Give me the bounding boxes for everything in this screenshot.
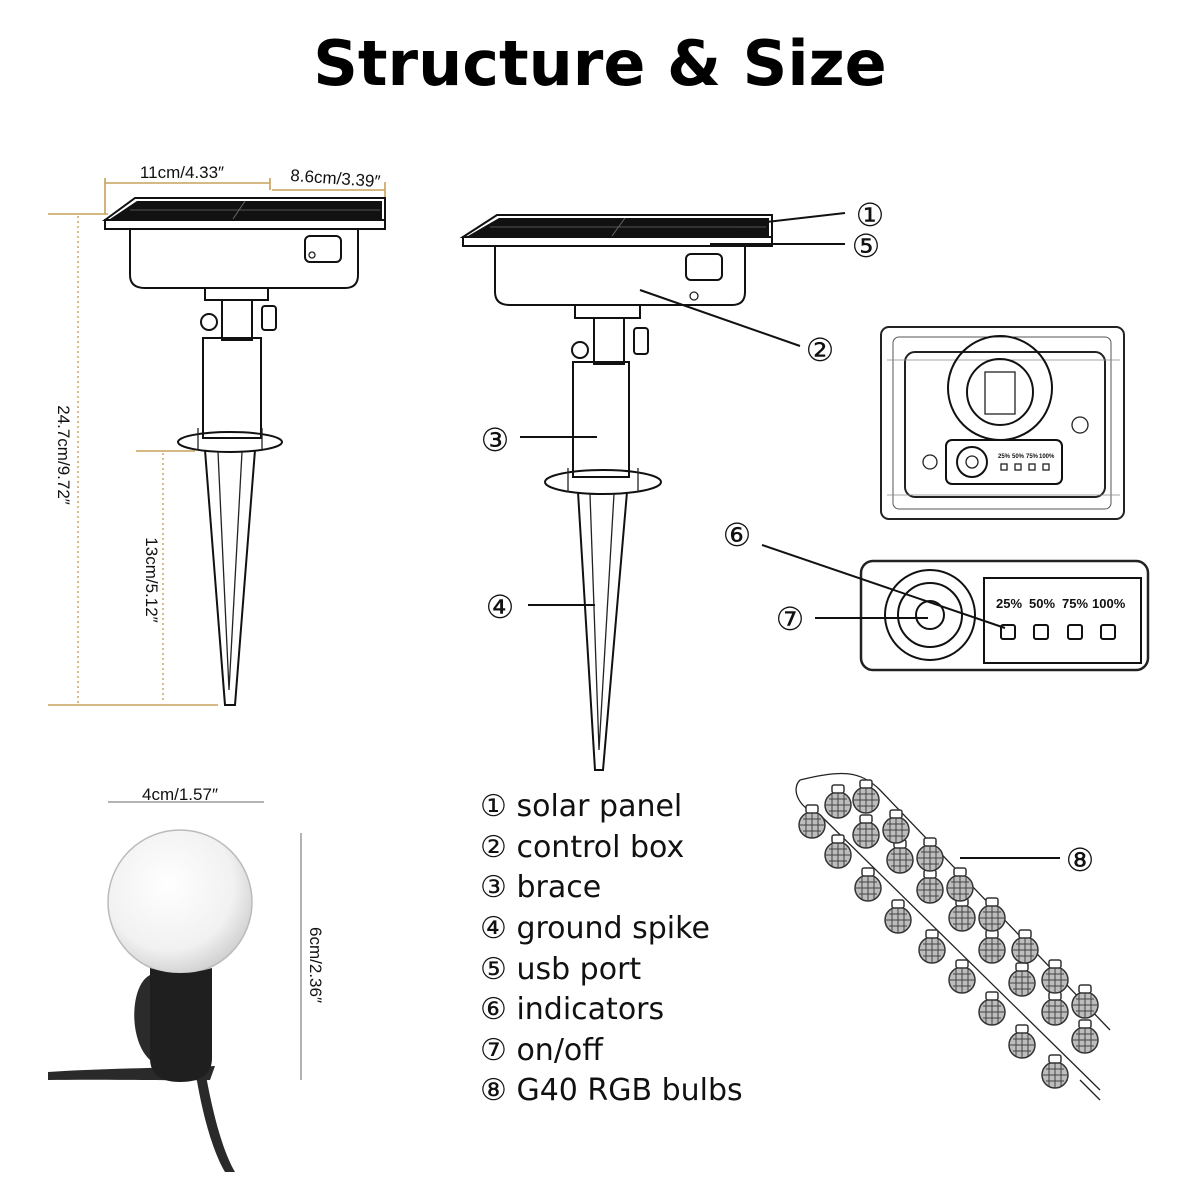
callout-6: ⑥: [723, 516, 752, 554]
underside-indicator-75: 75%: [1026, 454, 1039, 460]
legend-item-7: ⑦ on/off: [480, 1033, 604, 1068]
callout-7: ⑦: [776, 600, 805, 638]
legend-item-3: ③ brace: [480, 870, 601, 905]
page-title: Structure & Size: [313, 27, 886, 100]
underside-indicator-25: 25%: [998, 454, 1011, 460]
legend-item-2: ② control box: [480, 830, 684, 865]
panel-width-label: 11cm/4.33″: [140, 163, 224, 182]
underside-indicator-50: 50%: [1012, 454, 1025, 460]
indicator-label-75: 75%: [1062, 596, 1088, 611]
indicator-led-50: [1033, 624, 1049, 640]
legend-item-6: ⑥ indicators: [480, 992, 664, 1027]
spike-height-label: 13cm/5.12″: [142, 537, 161, 622]
legend-item-1: ① solar panel: [480, 789, 682, 824]
bulb-width-label: 4cm/1.57″: [142, 785, 218, 804]
indicator-label-50: 50%: [1029, 596, 1055, 611]
indicator-led-75: [1067, 624, 1083, 640]
dimensioned-stake-light: 11cm/4.33″ 8.6cm/3.39″ 24.7cm/9.72″ 13cm…: [48, 163, 386, 706]
legend-item-4: ④ ground spike: [480, 911, 710, 946]
callout-2: ②: [806, 331, 835, 369]
indicator-led-100: [1100, 624, 1116, 640]
total-height-label: 24.7cm/9.72″: [54, 405, 73, 505]
callout-8: ⑧: [1066, 841, 1095, 879]
control-box-underside: 25% 50% 75% 100%: [880, 326, 1125, 520]
panel-depth-label: 8.6cm/3.39″: [290, 166, 381, 191]
control-panel-closeup: 25% 50% 75% 100% ⑥ ⑦: [723, 516, 1150, 672]
indicator-label-100: 100%: [1092, 596, 1126, 611]
callout-4: ④: [486, 588, 515, 626]
indicator-led-25: [1000, 624, 1016, 640]
labelled-stake-light: ① ⑤ ② ③ ④: [459, 196, 885, 771]
callout-5: ⑤: [852, 227, 881, 265]
callout-3: ③: [481, 421, 510, 459]
callout-1: ①: [856, 196, 885, 234]
legend-item-5: ⑤ usb port: [480, 952, 641, 987]
bulb-height-label: 6cm/2.36″: [306, 927, 325, 1003]
g40-bulb-dimensioned: 4cm/1.57″ 6cm/2.36″: [48, 785, 325, 1172]
underside-indicator-100: 100%: [1039, 454, 1055, 460]
indicator-label-25: 25%: [996, 596, 1022, 611]
bulb-string: ⑧: [795, 772, 1111, 1101]
legend-item-8: ⑧ G40 RGB bulbs: [480, 1073, 743, 1108]
parts-legend: ① solar panel ② control box ③ brace ④ gr…: [480, 789, 743, 1108]
